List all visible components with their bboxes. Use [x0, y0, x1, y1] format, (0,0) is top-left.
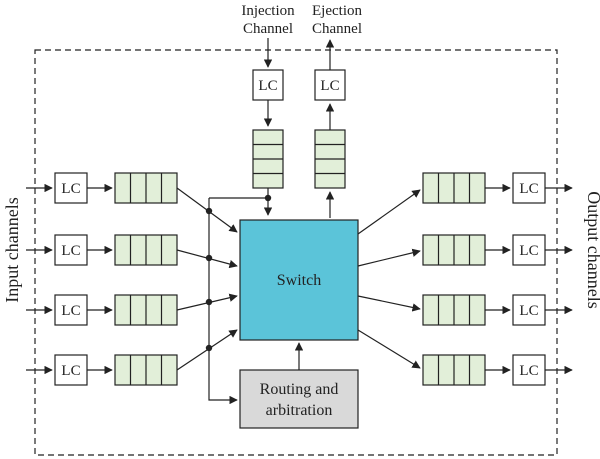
routing-label-line2: arbitration [266, 402, 333, 419]
output-row-2: LC [422, 234, 573, 266]
ejection-buffer [314, 129, 346, 189]
injection-channel-label-line2: Channel [243, 21, 293, 37]
output-lc-label-2: LC [519, 243, 538, 259]
output-channels-label: Output channels [584, 191, 600, 308]
ejection-channel-label-line1: Ejection [312, 3, 362, 19]
switch-to-output-connections [357, 189, 421, 369]
input-lc-label-4: LC [61, 363, 80, 379]
ejection-lc-label: LC [320, 78, 339, 94]
input-channels-label: Input channels [2, 197, 22, 302]
output-row-4: LC [422, 354, 573, 386]
input-row-3: LC [26, 294, 178, 326]
input-row-1: LC [26, 172, 178, 204]
router-boundary [34, 49, 558, 456]
output-row-1: LC [422, 172, 573, 204]
input-row-2: LC [26, 234, 178, 266]
injection-lc-box [252, 69, 284, 101]
input-lc-label-1: LC [61, 181, 80, 197]
output-lc-label-3: LC [519, 303, 538, 319]
input-row-4: LC [26, 354, 178, 386]
input-lc-label-3: LC [61, 303, 80, 319]
input-lc-label-2: LC [61, 243, 80, 259]
routing-arbitration-box [239, 369, 359, 429]
switch-box [239, 219, 359, 341]
injection-buffer [252, 129, 284, 189]
output-lc-label-4: LC [519, 363, 538, 379]
output-lc-label-1: LC [519, 181, 538, 197]
routing-label-line1: Routing and [260, 381, 339, 398]
switch-label: Switch [277, 272, 321, 289]
ejection-channel-label-line2: Channel [312, 21, 362, 37]
input-to-switch-connections [176, 187, 268, 405]
injection-channel-label-line1: Injection [241, 3, 295, 19]
injection-lc-label: LC [258, 78, 277, 94]
output-row-3: LC [422, 294, 573, 326]
